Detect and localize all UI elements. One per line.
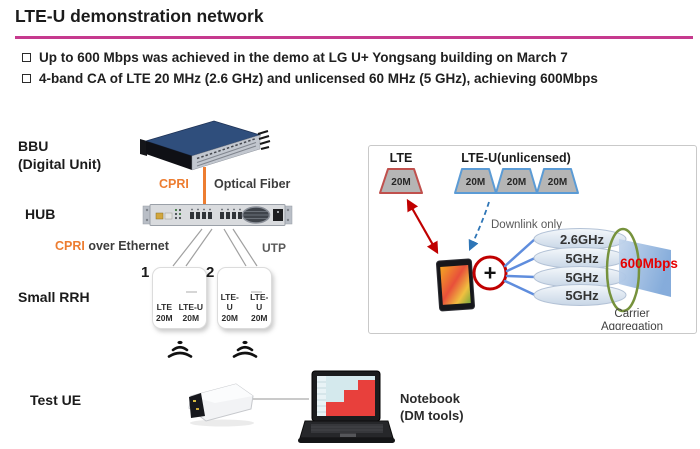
carrier-ellipses: 2.6GHz 5GHz 5GHz 5GHz (533, 228, 627, 306)
hub-rrh-links (172, 228, 258, 267)
lteu-carrier-trapezoid: 20M (495, 168, 538, 194)
rrh1-box: LTE 20M LTE-U 20M (152, 267, 207, 329)
label-test-ue: Test UE (30, 392, 82, 408)
rrh2-number: 2 (206, 264, 215, 281)
carrier-label: 5GHz (565, 270, 599, 285)
svg-text:20M: 20M (507, 177, 526, 188)
lteu-band-label: LTE-U(unlicensed) (461, 151, 571, 165)
carrier-fan-lines (503, 237, 537, 297)
bullet-text: Up to 600 Mbps was achieved in the demo … (39, 50, 568, 65)
bullet-item: 4-band CA of LTE 20 MHz (2.6 GHz) and un… (22, 70, 598, 88)
test-ue-image (188, 383, 254, 427)
carrier-aggregation-label: Aggregation (601, 321, 663, 330)
svg-text:20M: 20M (466, 177, 485, 188)
rrh-logo-mark (186, 291, 197, 293)
rrh2-band-col1: LTE-U 20M (220, 291, 239, 323)
carrier-label: 2.6GHz (560, 232, 605, 247)
bullet-text: 4-band CA of LTE 20 MHz (2.6 GHz) and un… (39, 71, 598, 86)
speed-flag (619, 239, 671, 297)
bullet-item: Up to 600 Mbps was achieved in the demo … (22, 49, 598, 67)
bbu-server-image (140, 120, 271, 171)
smartphone-image (435, 258, 475, 312)
label-cpri2: CPRI (55, 239, 85, 253)
lte-carrier-trapezoid: 20M (379, 168, 423, 194)
label-over-ethernet: over Ethernet (84, 239, 169, 253)
carrier-aggregation-inset: LTE LTE-U(unlicensed) 20M 20M 20M 20M (368, 145, 697, 334)
carrier-aggregation-ring (605, 227, 641, 313)
rrh-logo-mark (251, 291, 262, 293)
lte-uplink-downlink-arrow (406, 198, 439, 255)
rrh1-number: 1 (141, 264, 150, 281)
rrh2-box: LTE-U 20M LTE-U 20M (217, 267, 272, 329)
plus-icon: + (484, 261, 497, 286)
label-notebook: Notebook (DM tools) (400, 391, 464, 423)
title-accent-rule (15, 36, 693, 39)
lteu-carrier-trapezoid: 20M (454, 168, 497, 194)
aggregation-plus-circle: + (472, 255, 508, 291)
wifi-icon (232, 340, 258, 358)
svg-text:20M: 20M (548, 177, 567, 188)
carrier-label: 5GHz (565, 288, 599, 303)
rrh2-band-col2: LTE-U 20M (250, 291, 269, 323)
downlink-only-arrow (468, 201, 490, 251)
speed-label: 600Mbps (620, 256, 678, 271)
bullet-square-icon (22, 53, 31, 62)
label-cpri: CPRI (159, 177, 189, 191)
lte-band-label: LTE (390, 151, 413, 165)
svg-text:20M: 20M (391, 177, 410, 188)
label-small-rrh: Small RRH (18, 289, 90, 305)
throughput-chart (326, 380, 375, 416)
hub-device-image (142, 204, 293, 226)
bullet-square-icon (22, 74, 31, 83)
lteu-carrier-trapezoid: 20M (536, 168, 579, 194)
page-title: LTE-U demonstration network (15, 6, 264, 26)
label-utp: UTP (262, 241, 286, 255)
rrh1-band-col1: LTE 20M (156, 302, 173, 323)
rrh1-band-col2: LTE-U 20M (178, 302, 203, 323)
bullet-list: Up to 600 Mbps was achieved in the demo … (22, 49, 598, 91)
downlink-only-label: Downlink only (491, 219, 562, 231)
inset-graphics: LTE LTE-U(unlicensed) 20M 20M 20M 20M (379, 151, 678, 330)
label-hub: HUB (25, 206, 56, 222)
rrh1-bands: LTE 20M LTE-U 20M (153, 302, 206, 323)
rrh2-bands: LTE-U 20M LTE-U 20M (218, 292, 271, 324)
carrier-label: 5GHz (565, 251, 599, 266)
wifi-icon (167, 340, 193, 358)
label-cpri-over-ethernet: CPRI over Ethernet (55, 239, 169, 253)
notebook-image (298, 370, 395, 443)
label-bbu: BBU (Digital Unit) (18, 138, 102, 172)
label-optical-fiber: Optical Fiber (214, 177, 291, 191)
carrier-aggregation-label: Carrier (614, 308, 649, 320)
